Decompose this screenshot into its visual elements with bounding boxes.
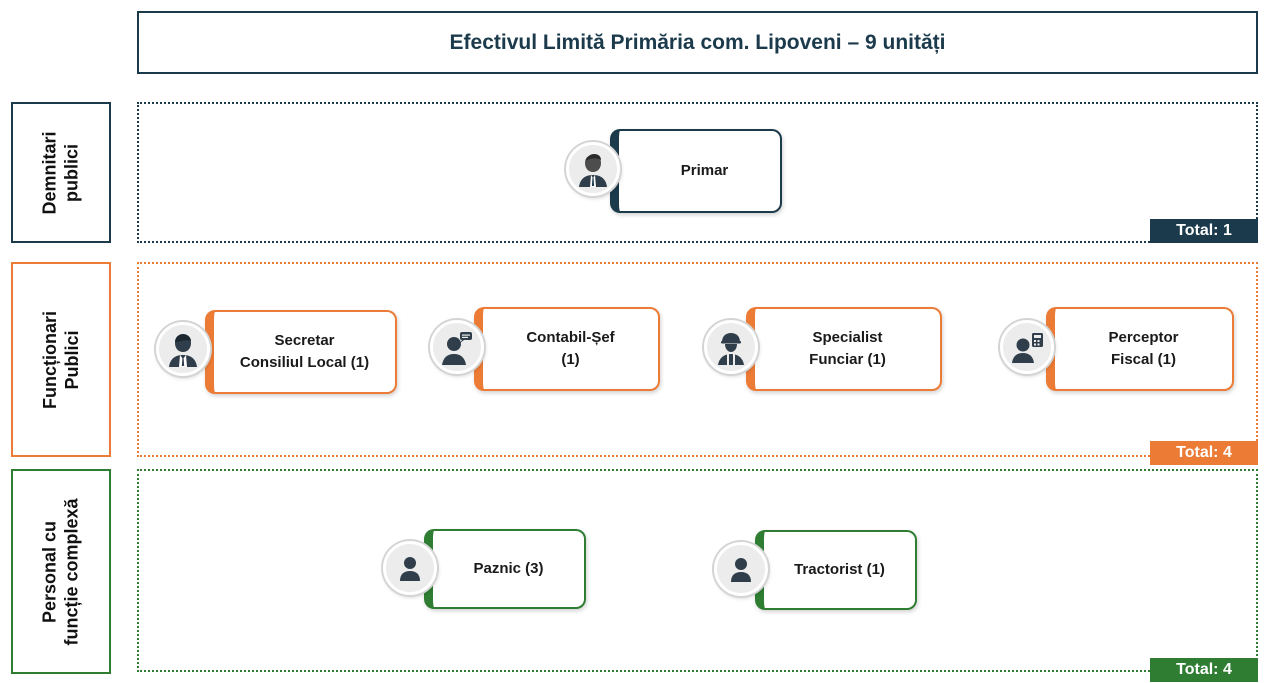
total-badge-demnitari: Total: 1 xyxy=(1150,219,1258,243)
side-label-personal: Personal cu funcție complexă xyxy=(11,469,111,674)
side-label-personal-line2: funcție complexă xyxy=(62,497,83,646)
businessman-icon xyxy=(156,322,210,376)
role-card-primar: Primar xyxy=(610,129,782,213)
person-icon xyxy=(714,542,768,596)
role-label-contabil-line1: Contabil-Șef xyxy=(526,329,615,346)
support-agent-icon xyxy=(430,320,484,374)
accountant-icon xyxy=(1000,320,1054,374)
side-label-functionari-line1: Funcționari xyxy=(40,310,60,409)
role-label-specialist-line1: Specialist xyxy=(812,329,883,346)
role-label-tractorist: Tractorist (1) xyxy=(794,561,885,578)
role-label-perceptor-line1: Perceptor xyxy=(1108,329,1179,346)
side-label-personal-line1: Personal cu xyxy=(40,520,61,623)
role-card-paznic: Paznic (3) xyxy=(424,529,586,609)
side-label-functionari-line2: Publici xyxy=(62,330,82,390)
role-label-secretar-line1: Secretar xyxy=(274,332,335,349)
role-label-perceptor-line2: Fiscal (1) xyxy=(1110,351,1177,368)
role-card-tractorist: Tractorist (1) xyxy=(755,530,917,610)
role-label-specialist-line2: Funciar (1) xyxy=(809,351,886,368)
section-functionari: Total: 4 xyxy=(137,262,1258,465)
role-card-perceptor: Perceptor Fiscal (1) xyxy=(1046,307,1234,391)
section-demnitari: Total: 1 xyxy=(137,102,1258,243)
engineer-icon xyxy=(704,320,758,374)
role-label-contabil-line2: (1) xyxy=(561,351,580,368)
person-icon xyxy=(383,541,437,595)
side-label-demnitari-line1: Demnitari xyxy=(40,130,60,215)
total-badge-functionari: Total: 4 xyxy=(1150,441,1258,465)
chart-title-box: Efectivul Limită Primăria com. Lipoveni … xyxy=(137,11,1258,74)
total-badge-personal: Total: 4 xyxy=(1150,658,1258,682)
role-label-primar: Primar xyxy=(680,162,729,179)
side-label-functionari: Funcționari Publici xyxy=(11,262,111,457)
manager-icon xyxy=(566,142,620,196)
role-card-secretar: Secretar Consiliul Local (1) xyxy=(205,310,397,394)
role-card-contabil: Contabil-Șef (1) xyxy=(474,307,660,391)
role-label-secretar-line2: Consiliul Local (1) xyxy=(239,354,370,371)
section-personal: Total: 4 xyxy=(137,469,1258,682)
chart-title: Efectivul Limită Primăria com. Lipoveni … xyxy=(449,30,946,54)
role-label-paznic: Paznic (3) xyxy=(473,560,544,577)
role-card-specialist: Specialist Funciar (1) xyxy=(746,307,942,391)
side-label-demnitari: Demnitari publici xyxy=(11,102,111,243)
side-label-demnitari-line2: publici xyxy=(62,143,82,202)
